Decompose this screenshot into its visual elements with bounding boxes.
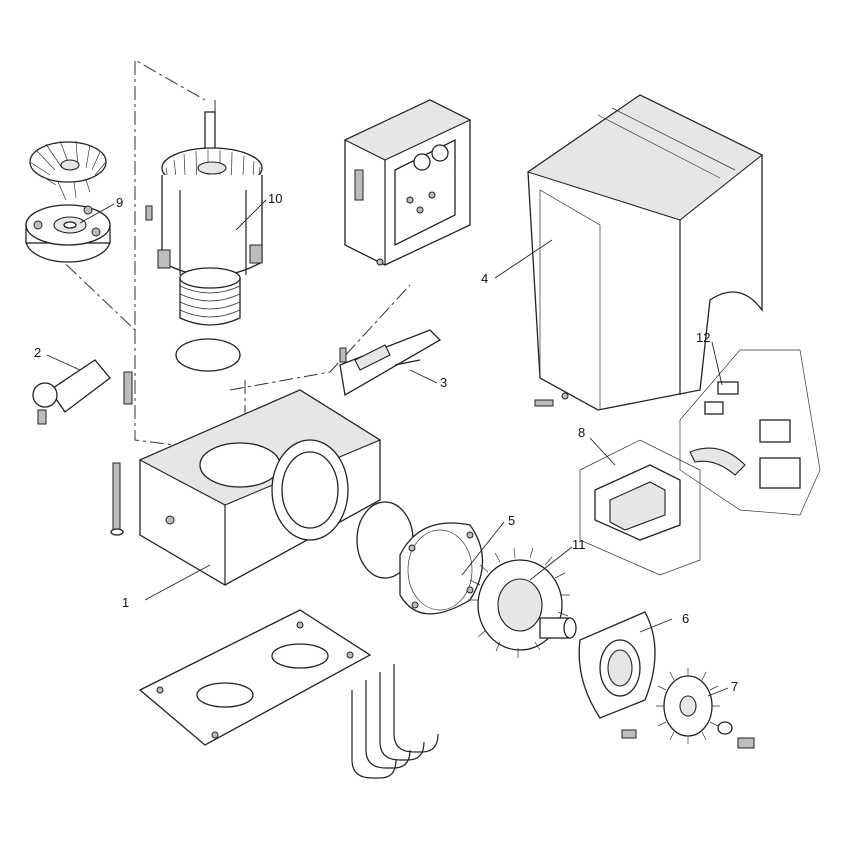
part-9-fan-and-brake xyxy=(25,140,153,263)
part-1-base-housing xyxy=(110,389,382,586)
callout-5: 5 xyxy=(508,513,515,528)
part-3-limit-switch xyxy=(339,329,442,397)
part-12-board-assembly xyxy=(679,349,821,516)
callout-4: 4 xyxy=(481,271,488,286)
callout-3: 3 xyxy=(440,375,447,390)
o-ring xyxy=(175,338,241,372)
part-6-pinion-cover xyxy=(578,611,656,739)
callout-11: 11 xyxy=(572,537,586,552)
callout-8: 8 xyxy=(578,425,585,440)
callout-12: 12 xyxy=(696,330,710,345)
part-7-pinion xyxy=(656,668,755,749)
callout-leaders xyxy=(46,199,729,697)
callout-labels: 1 2 3 4 5 6 7 8 9 10 11 12 xyxy=(34,191,738,694)
callout-10: 10 xyxy=(268,191,282,206)
part-2-release-lever xyxy=(32,359,133,425)
part-10-motor xyxy=(157,111,263,326)
callout-7: 7 xyxy=(731,679,738,694)
assembly-guide-lines xyxy=(29,59,411,446)
foundation-bolts xyxy=(351,664,439,779)
callout-6: 6 xyxy=(682,611,689,626)
part-11-drive-gear xyxy=(468,547,577,658)
callout-2: 2 xyxy=(34,345,41,360)
part-4-cover xyxy=(526,94,764,411)
part-5-flange-plate xyxy=(399,522,484,615)
control-board-enclosure xyxy=(343,99,472,266)
base-plate xyxy=(138,609,372,746)
callout-9: 9 xyxy=(116,195,123,210)
callout-1: 1 xyxy=(122,595,129,610)
part-8-magnet-bracket xyxy=(579,439,701,576)
